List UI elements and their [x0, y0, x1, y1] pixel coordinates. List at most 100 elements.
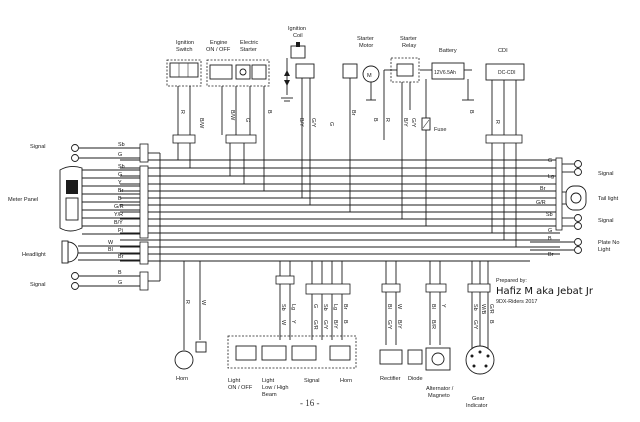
wire-code: Br: [350, 110, 356, 116]
right-connector-block: [555, 157, 563, 231]
wire-code: G: [118, 172, 122, 178]
wire-code: G/R: [488, 304, 494, 314]
wire-code: R: [179, 110, 185, 114]
prepared-by: Prepared by:: [496, 278, 527, 284]
svg-text:Br: Br: [548, 252, 554, 258]
wire-code: B/W: [198, 118, 204, 129]
wire-code: Br: [342, 304, 348, 310]
wire-code: Sb: [118, 164, 125, 170]
wire-code: Br: [118, 188, 124, 194]
wire-code: G: [244, 118, 250, 122]
wire-code: B: [118, 196, 122, 202]
label-headlight: Headlight: [22, 252, 46, 258]
wire-code: W: [200, 300, 206, 306]
wire-code: B/Y: [114, 220, 123, 226]
wire-code: W: [280, 320, 286, 326]
svg-text:DC-CDI: DC-CDI: [498, 70, 516, 76]
wire-code: G/R: [312, 320, 318, 330]
wire-code: Bl: [386, 304, 392, 309]
wire-code: B: [266, 110, 272, 114]
signal-right-bottom: Signal Sb G: [546, 212, 614, 234]
wire-code: B/Y: [332, 320, 338, 329]
label-tail-light: Tail light: [598, 196, 619, 202]
rectifier: Rectifier: [379, 349, 403, 382]
svg-text:Lg: Lg: [548, 174, 554, 180]
wire-code: Y: [290, 320, 296, 324]
wire-code: W/B: [480, 304, 486, 315]
label-signal-right-top: Signal: [598, 171, 614, 177]
svg-text:G: G: [118, 152, 122, 158]
battery: 12V6.5Ah: [420, 62, 474, 226]
signal-left-bottom: Signal B G: [30, 153, 161, 291]
svg-text:B: B: [118, 270, 122, 276]
wire-code: R: [494, 120, 500, 124]
label-signal-right-bottom: Signal: [598, 218, 614, 224]
label-cdi: CDI: [498, 48, 508, 54]
credits: Prepared by: Hafiz M aka Jebat Jr 9DX-Ri…: [496, 278, 594, 305]
wire-code: Y/R: [114, 212, 123, 218]
author: Hafiz M aka Jebat Jr: [496, 286, 594, 297]
svg-text:Bl: Bl: [108, 247, 113, 253]
svg-text:G: G: [118, 280, 122, 286]
handlebar-switch-right: [206, 59, 270, 191]
svg-text:Br: Br: [540, 186, 546, 192]
label-horn-left: Horn: [176, 376, 188, 382]
wire-code: W: [396, 304, 402, 310]
bottom-harness-drops: [183, 261, 491, 350]
label-alternator: Alternator /Magneto: [426, 386, 454, 399]
wire-code: B: [468, 110, 474, 114]
wire-code: G/Y: [386, 320, 392, 330]
cdi-unit: DC-CDI: [485, 63, 525, 247]
alternator: Alternator /Magneto: [425, 347, 454, 399]
signal-left-top: Signal Sb G: [30, 142, 160, 163]
wire-code: G/Y: [472, 320, 478, 330]
diode: Diode: [407, 349, 423, 382]
wire-code: G/Y: [322, 320, 328, 330]
wire-code: B/Y: [402, 118, 408, 127]
wire-code: G/Y: [310, 118, 316, 128]
label-rectifier: Rectifier: [380, 376, 401, 382]
wire-code: Pi: [118, 228, 123, 234]
wire-code: G: [312, 304, 318, 308]
svg-text:Br: Br: [118, 254, 124, 260]
wire-code: Lg: [332, 304, 338, 310]
horn: Horn: [174, 341, 207, 382]
wire-code: B/R: [430, 320, 436, 329]
svg-text:B: B: [548, 236, 552, 242]
wire-code: Y: [118, 180, 122, 186]
label-signal-left-top: Signal: [30, 144, 46, 150]
label-diode: Diode: [408, 376, 423, 382]
ignition-switch: [166, 59, 202, 168]
svg-text:G/R: G/R: [536, 200, 546, 206]
svg-text:Sb: Sb: [546, 212, 553, 218]
svg-text:Sb: Sb: [118, 142, 125, 148]
label-fuse: Fuse: [434, 127, 446, 133]
starter-relay: [383, 57, 420, 219]
main-harness: [120, 159, 560, 262]
tail-light: Tail light Br G/R: [536, 185, 619, 211]
wire-code: B: [342, 320, 348, 324]
wire-code: R: [184, 300, 190, 304]
wire-code: G/R: [114, 204, 124, 210]
page-number: - 16 -: [300, 398, 320, 408]
wire-code: Bl: [430, 304, 436, 309]
wire-code: Y: [440, 304, 446, 308]
wire-code: G: [328, 122, 334, 126]
meter-panel: Meter Panel: [8, 165, 160, 239]
label-signal-left-bottom: Signal: [30, 282, 46, 288]
label-battery: Battery: [439, 48, 457, 54]
wire-code: B: [372, 118, 378, 122]
